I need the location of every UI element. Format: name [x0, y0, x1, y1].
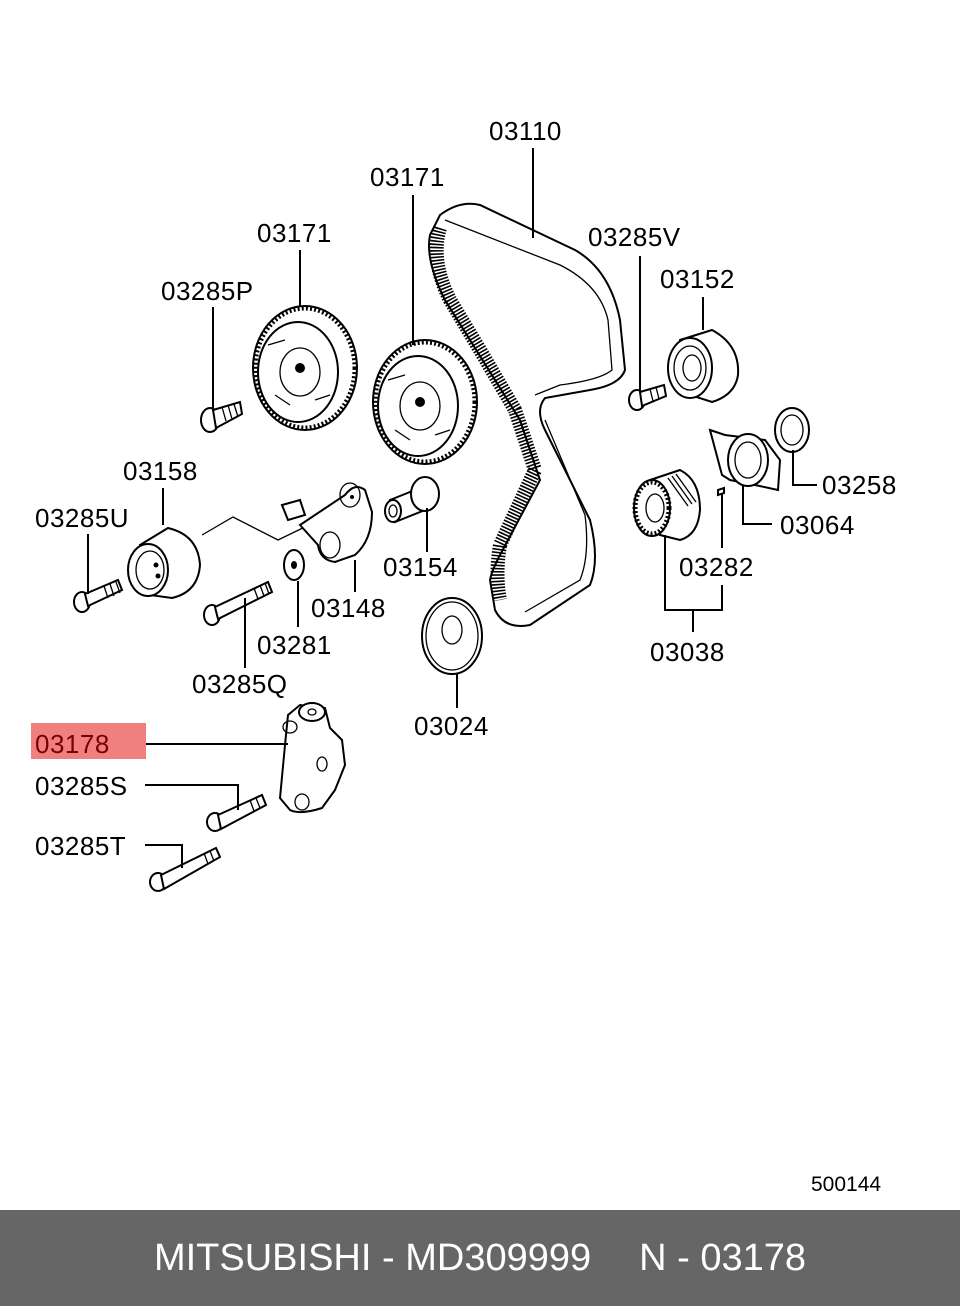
- label-03152[interactable]: 03152: [660, 264, 735, 294]
- label-03154[interactable]: 03154: [383, 552, 458, 582]
- footer-reference: N - 03178: [639, 1236, 807, 1279]
- label-03285q[interactable]: 03285Q: [192, 669, 288, 699]
- timing-belt[interactable]: [428, 202, 627, 627]
- label-03282[interactable]: 03282: [679, 552, 754, 582]
- label-03285t[interactable]: 03285T: [35, 831, 126, 861]
- footer-part-number: MD309999: [405, 1236, 592, 1279]
- bolt-03285v[interactable]: [628, 383, 668, 411]
- idler-pulley-03152[interactable]: [667, 328, 740, 404]
- leader-lines: [87, 148, 817, 868]
- bolt-03285s[interactable]: [206, 793, 268, 832]
- label-03281[interactable]: 03281: [257, 630, 332, 660]
- label-03158[interactable]: 03158: [123, 456, 198, 486]
- label-03258[interactable]: 03258: [822, 470, 897, 500]
- label-03285u[interactable]: 03285U: [35, 503, 129, 533]
- seal-03258[interactable]: [774, 407, 810, 453]
- tensioner-arm-03148[interactable]: [201, 482, 374, 564]
- tensioner-bracket-03178[interactable]: [278, 702, 347, 814]
- footer-brand: MITSUBISHI: [153, 1236, 372, 1279]
- guide-plate-03024[interactable]: [421, 597, 483, 675]
- part-labels: 03110 03171 03171 03285P 03285V 03152 03…: [35, 116, 897, 861]
- camshaft-sprocket-left[interactable]: [252, 305, 358, 431]
- label-03064[interactable]: 03064: [780, 510, 855, 540]
- crankshaft-sprocket-03038[interactable]: [632, 468, 702, 542]
- highlight-03178: [31, 723, 146, 759]
- bushing-03154[interactable]: [384, 476, 440, 524]
- label-03171-right[interactable]: 03171: [370, 162, 445, 192]
- footer-separator: -: [371, 1236, 406, 1279]
- bolt-03285p[interactable]: [200, 400, 244, 433]
- tensioner-pulley-03158[interactable]: [127, 526, 202, 600]
- parts-diagram: 03110 03171 03171 03285P 03285V 03152 03…: [31, 116, 897, 1196]
- bolt-03285t[interactable]: [149, 846, 222, 892]
- label-03285v[interactable]: 03285V: [588, 222, 681, 252]
- label-03285p[interactable]: 03285P: [161, 276, 254, 306]
- footer-bar: MITSUBISHI - MD309999 N - 03178: [0, 1210, 960, 1306]
- bolt-03285u[interactable]: [73, 578, 124, 613]
- bolt-03285q[interactable]: [203, 580, 274, 626]
- label-03285s[interactable]: 03285S: [35, 771, 128, 801]
- label-03178[interactable]: 03178: [35, 729, 110, 759]
- label-03110[interactable]: 03110: [489, 116, 562, 146]
- diagram-id: 500144: [811, 1173, 881, 1196]
- camshaft-sprocket-right[interactable]: [372, 339, 478, 465]
- label-03171-left[interactable]: 03171: [257, 218, 332, 248]
- washer-03281[interactable]: [283, 549, 305, 581]
- label-03038[interactable]: 03038: [650, 637, 725, 667]
- flange-03064[interactable]: [708, 428, 782, 492]
- label-03148[interactable]: 03148: [311, 593, 386, 623]
- label-03024[interactable]: 03024: [414, 711, 489, 741]
